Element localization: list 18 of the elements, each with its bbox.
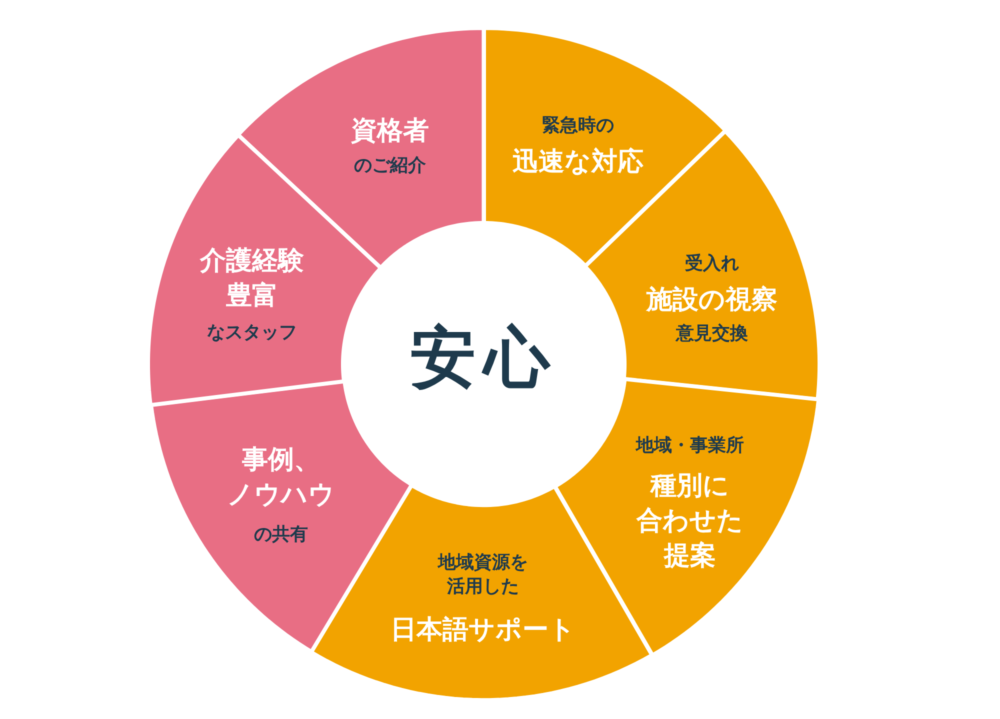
segment-text: 緊急時の	[542, 114, 614, 138]
ring-segment	[150, 381, 412, 652]
segment-text: 意見交換	[676, 322, 748, 346]
segment-text: 地域資源を活用した	[438, 550, 528, 600]
segment-text: なスタッフ	[206, 320, 297, 345]
segment-text: 受入れ	[684, 252, 739, 276]
segment-heading: 施設の視察	[646, 284, 778, 317]
segment-text: 地域・事業所	[636, 434, 744, 458]
ring-segment	[554, 378, 818, 655]
segment-heading: 資格者	[350, 115, 429, 148]
segment-text: の共有	[254, 522, 308, 547]
segment-heading: 種別に合わせた提案	[636, 470, 744, 574]
segment-text: のご紹介	[354, 154, 426, 178]
segment-heading: 日本語サポート	[390, 614, 576, 647]
center-label: 安心	[410, 322, 558, 395]
segment-heading: 事例、ノウハウ	[226, 444, 335, 512]
segment-heading: 迅速な対応	[512, 146, 644, 179]
segment-heading: 介護経験豊富	[200, 244, 304, 314]
